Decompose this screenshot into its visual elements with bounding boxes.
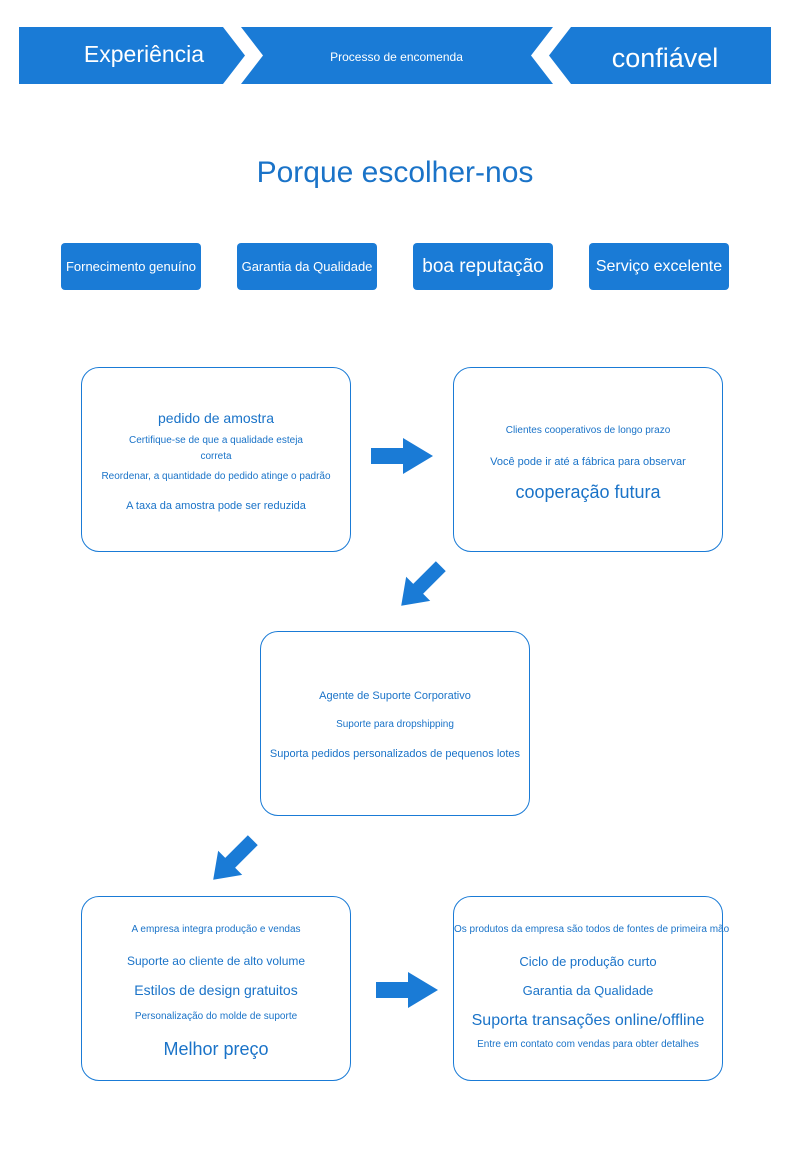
- arrow-down-left-icon: [213, 835, 258, 880]
- card-future-cooperation: Clientes cooperativos de longo prazo Voc…: [453, 367, 723, 552]
- card-best-price: A empresa integra produção e vendas Supo…: [81, 896, 351, 1081]
- card-line: Suporta pedidos personalizados de pequen…: [269, 748, 521, 760]
- header-banner: Experiência Processo de encomenda confiá…: [19, 27, 771, 84]
- card-line: Reordenar, a quantidade do pedido atinge…: [101, 471, 331, 482]
- card-line: Agente de Suporte Corporativo: [319, 690, 471, 702]
- card-line: A empresa integra produção e vendas: [131, 924, 301, 935]
- card-heading: pedido de amostra: [158, 410, 274, 426]
- arrow-right-icon: [371, 438, 433, 474]
- card-line: correta: [200, 451, 232, 462]
- card-heading: cooperação futura: [515, 482, 661, 502]
- card-support: Agente de Suporte Corporativo Suporte pa…: [260, 631, 530, 816]
- card-production: Os produtos da empresa são todos de font…: [453, 896, 730, 1081]
- tag-genuine-supply: Fornecimento genuíno: [61, 243, 201, 290]
- arrow-down-left-icon: [401, 561, 446, 606]
- card-line: Ciclo de produção curto: [519, 954, 657, 969]
- card-line: Suporte ao cliente de alto volume: [126, 954, 306, 968]
- card-line: Clientes cooperativos de longo prazo: [505, 425, 671, 436]
- tag-quality-guarantee: Garantia da Qualidade: [237, 243, 377, 290]
- tag-good-reputation: boa reputação: [413, 243, 553, 290]
- card-line: Suporte para dropshipping: [336, 719, 454, 730]
- page-title: Porque escolher-nos: [256, 156, 534, 189]
- chevron-right-icon: [223, 27, 263, 84]
- banner-middle-text: Processo de encomenda: [330, 50, 463, 64]
- card-line: Estilos de design gratuitos: [134, 982, 298, 998]
- card-line: Garantia da Qualidade: [522, 983, 654, 998]
- banner-right-text: confiável: [611, 43, 719, 73]
- card-line: Personalização do molde de suporte: [134, 1011, 298, 1022]
- banner-left-text: Experiência: [83, 41, 205, 67]
- card-line: Certifique-se de que a qualidade esteja: [128, 435, 303, 446]
- card-line: Os produtos da empresa são todos de font…: [454, 924, 730, 935]
- banner-chevrons: [223, 27, 571, 84]
- tag-excellent-service: Serviço excelente: [589, 243, 729, 290]
- card-heading: Melhor preço: [163, 1039, 269, 1059]
- arrow-right-icon: [376, 972, 438, 1008]
- card-line: A taxa da amostra pode ser reduzida: [126, 500, 306, 512]
- chevron-left-icon: [531, 27, 571, 84]
- card-sample-order: pedido de amostra Certifique-se de que a…: [81, 367, 351, 552]
- card-heading: Suporta transações online/offline: [471, 1012, 705, 1029]
- card-line: Entre em contato com vendas para obter d…: [477, 1039, 699, 1050]
- card-line: Você pode ir até a fábrica para observar: [490, 456, 686, 468]
